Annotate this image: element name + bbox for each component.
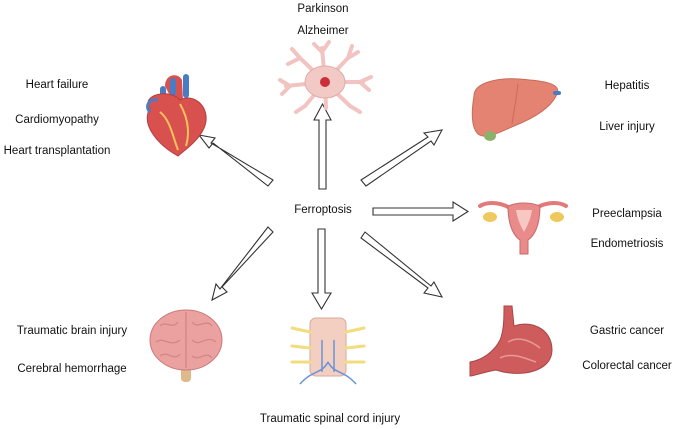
arrow-lower-right [360,231,444,298]
liver-icon [471,78,561,141]
arrow-down [311,228,332,311]
arrow-upper-right [360,129,444,187]
label-cerebral-hemorrhage: Cerebral hemorrhage [17,363,127,375]
label-heart-failure: Heart failure [25,79,89,91]
brain-icon [149,309,223,382]
center-label-ferroptosis: Ferroptosis [294,204,352,216]
heart-icon [146,74,207,157]
label-gastric-cancer: Gastric cancer [589,325,665,337]
label-hepatitis: Hepatitis [604,80,650,92]
arrow-lower-left [211,226,274,302]
neuron-icon [278,40,373,114]
label-cardiomyopathy: Cardiomyopathy [15,114,99,126]
label-colorectal-cancer: Colorectal cancer [582,360,672,372]
arrow-upper-left [197,134,274,187]
label-alzheimer: Alzheimer [297,25,349,37]
label-parkinson: Parkinson [297,3,349,15]
spinal-cord-icon [290,317,366,385]
uterus-icon [478,201,568,255]
label-preeclampsia: Preeclampsia [592,208,662,220]
stomach-icon [469,305,553,377]
label-traumatic-spinal-cord-injury: Traumatic spinal cord injury [259,413,401,425]
arrow-up [313,102,332,190]
label-liver-injury: Liver injury [599,121,655,133]
label-traumatic-brain-injury: Traumatic brain injury [16,325,128,337]
label-endometriosis: Endometriosis [590,238,664,250]
label-heart-transplantation: Heart transplantation [3,145,111,157]
arrow-right [372,201,470,222]
